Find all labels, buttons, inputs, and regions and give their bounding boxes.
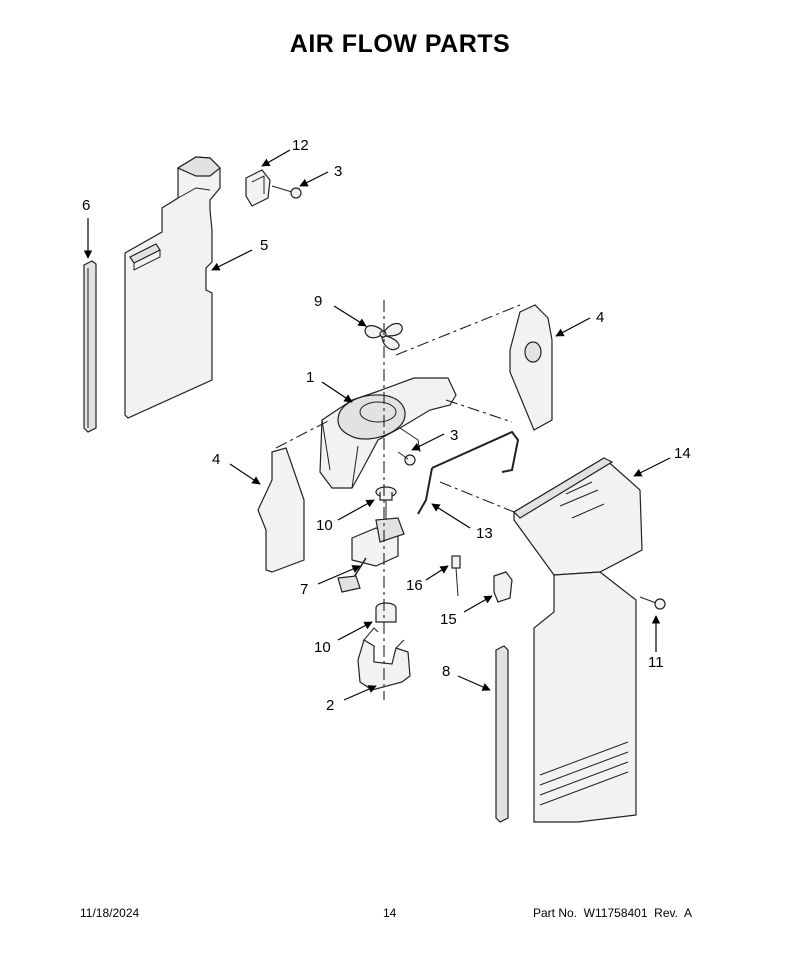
callout-10: 10 bbox=[314, 639, 331, 656]
part-2-motor-bracket bbox=[357, 627, 411, 691]
footer-part-number: Part No. W11758401 Rev. A bbox=[533, 906, 692, 920]
part-10-grommet-upper bbox=[375, 486, 397, 501]
part-15-clip bbox=[493, 571, 513, 603]
part-13-wire-bracket bbox=[417, 430, 520, 515]
callout-1: 1 bbox=[306, 369, 314, 386]
leader-arrows bbox=[83, 149, 671, 701]
part-10-grommet-lower bbox=[375, 602, 397, 623]
part-16-thermistor bbox=[451, 555, 461, 597]
callout-8: 9 bbox=[314, 293, 322, 310]
part-3-screw-top bbox=[271, 185, 302, 199]
part-4-bracket-left bbox=[257, 447, 305, 573]
footer-date: 11/18/2024 bbox=[80, 906, 140, 920]
callout-5: 5 bbox=[260, 237, 268, 254]
callout-3: 3 bbox=[334, 163, 342, 180]
callout-12: 12 bbox=[292, 137, 309, 154]
callout-14: 14 bbox=[674, 445, 691, 462]
part-7-fan-motor bbox=[337, 500, 405, 593]
part-5-duct-panel bbox=[124, 156, 221, 419]
callout-10: 10 bbox=[316, 517, 333, 534]
footer-page-number: 14 bbox=[383, 906, 397, 920]
callout-4: 4 bbox=[596, 309, 604, 326]
callout-15: 15 bbox=[440, 611, 457, 628]
callout-11: 11 bbox=[648, 654, 664, 671]
callout-9: 8 bbox=[442, 663, 450, 680]
assembly-lines bbox=[275, 300, 521, 700]
part-14-evap-cover bbox=[513, 457, 643, 823]
part-4-bracket-right bbox=[509, 304, 553, 431]
part-9-foam-strip bbox=[495, 645, 509, 823]
callout-6: 6 bbox=[82, 197, 90, 214]
part-1-fan-housing bbox=[319, 377, 457, 489]
part-6-foam-strip bbox=[83, 260, 97, 433]
part-3-screw-mid bbox=[397, 451, 416, 466]
part-12-clip bbox=[245, 169, 271, 207]
callout-16: 16 bbox=[406, 577, 423, 594]
callout-4: 4 bbox=[212, 451, 220, 468]
page-title: AIR FLOW PARTS bbox=[289, 30, 511, 58]
callout-labels: 6 5 12 3 9 4 1 3 4 14 10 13 7 16 15 10 1… bbox=[82, 137, 691, 714]
callout-2: 2 bbox=[326, 697, 334, 714]
part-11-screw bbox=[639, 596, 666, 610]
callout-7: 7 bbox=[300, 581, 308, 598]
callout-13: 13 bbox=[476, 525, 493, 542]
callout-3: 3 bbox=[450, 427, 458, 444]
